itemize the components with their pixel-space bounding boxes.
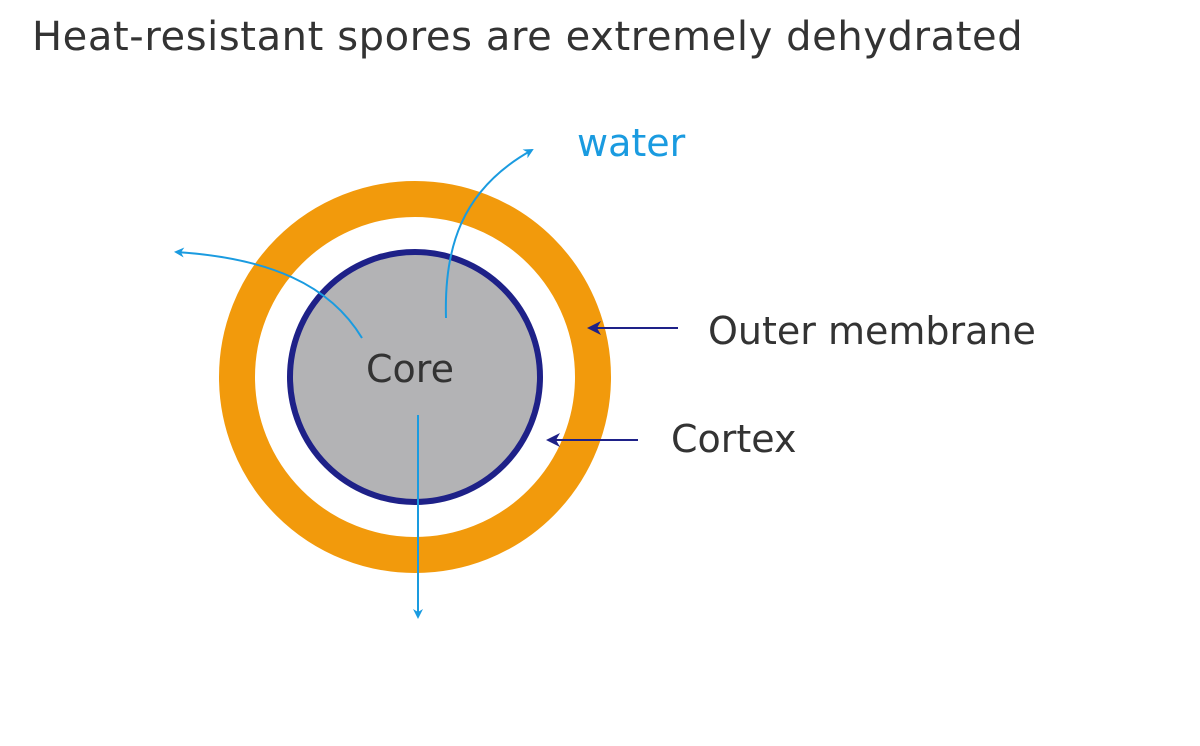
diagram-title: Heat-resistant spores are extremely dehy… xyxy=(32,14,1024,60)
core-circle xyxy=(287,249,543,505)
water-arrow-up xyxy=(444,149,534,319)
cortex-label: Cortex xyxy=(671,417,797,461)
water-label: water xyxy=(577,121,686,165)
core-label: Core xyxy=(366,347,454,391)
outer-membrane-ring xyxy=(219,181,611,573)
water-arrow-left xyxy=(174,247,363,339)
outer-membrane-label: Outer membrane xyxy=(708,309,1036,353)
